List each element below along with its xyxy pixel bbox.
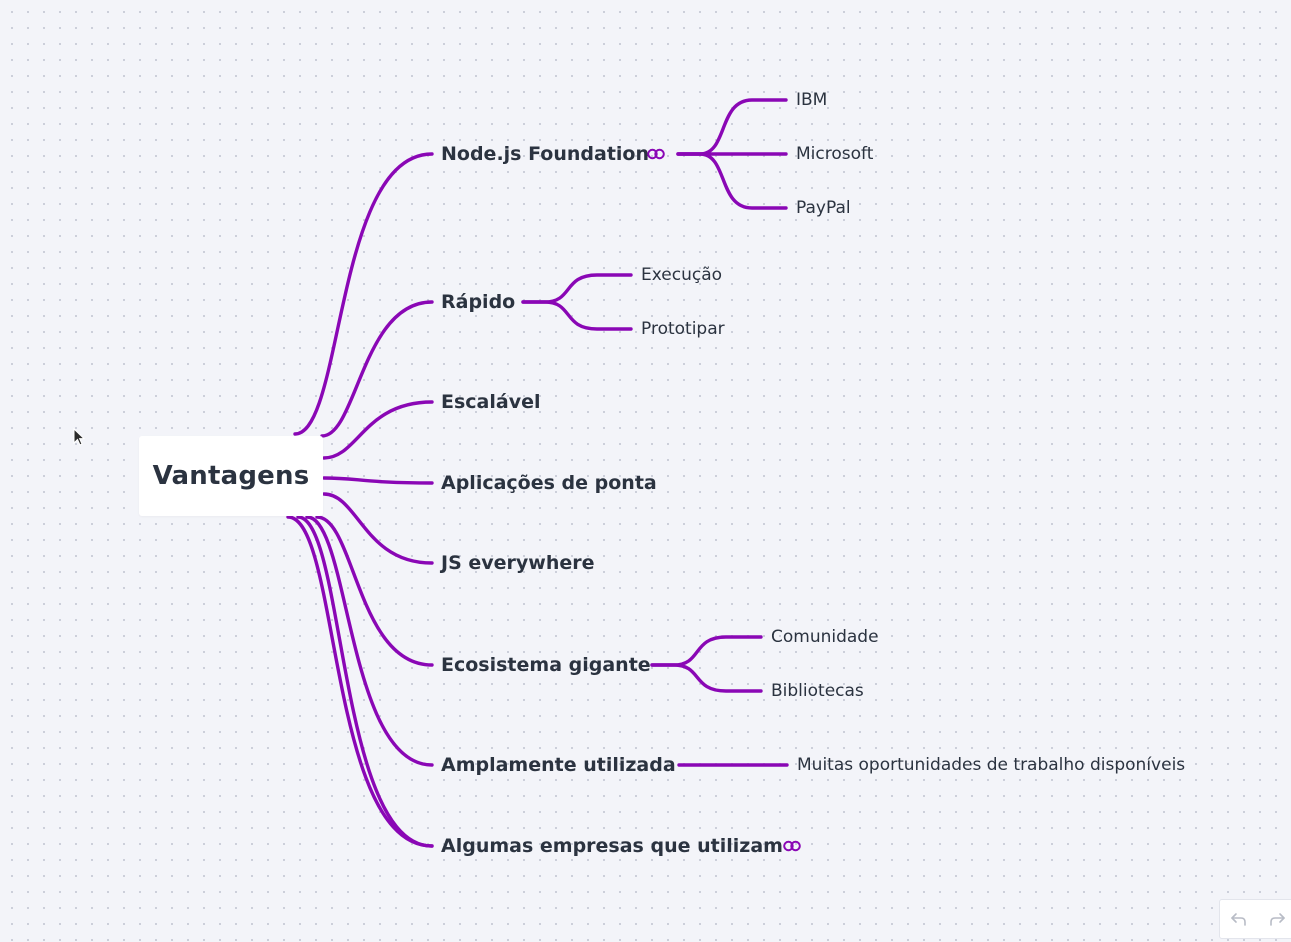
root-branch-edge [322, 476, 434, 485]
root-label: Vantagens [152, 461, 310, 491]
mouse-cursor-icon [73, 428, 86, 446]
branch-js-everywhere[interactable]: JS everywhere [441, 552, 595, 574]
root-branch-edge [296, 515, 434, 848]
branch-node-foundation[interactable]: Node.js Foundation [441, 143, 650, 165]
branch-child-edge [521, 273, 633, 304]
branch-amplamente[interactable]: Amplamente utilizada [441, 754, 676, 776]
branch-rapido[interactable]: Rápido [441, 291, 516, 313]
branch-child-edge [650, 635, 763, 667]
root-branch-edge [305, 515, 434, 767]
redo-button[interactable] [1258, 900, 1291, 938]
leaf-paypal[interactable]: PayPal [796, 198, 851, 218]
link-icon[interactable] [647, 148, 665, 160]
root-branch-edge [322, 492, 434, 565]
branch-aplicacoes[interactable]: Aplicações de ponta [441, 472, 657, 494]
undo-icon [1231, 913, 1246, 926]
leaf-prototipar[interactable]: Prototipar [641, 319, 725, 339]
root-branch-edge [286, 515, 434, 848]
leaf-ibm[interactable]: IBM [796, 90, 828, 110]
root-branch-edge [293, 152, 434, 436]
leaf-bibliotecas[interactable]: Bibliotecas [771, 681, 864, 701]
undo-redo-toolbar [1219, 899, 1291, 939]
leaf-oportunidades[interactable]: Muitas oportunidades de trabalho disponí… [797, 755, 1186, 775]
root-branch-edge [315, 515, 434, 667]
branch-child-edge [521, 300, 633, 331]
leaf-execucao[interactable]: Execução [641, 265, 723, 285]
leaf-comunidade[interactable]: Comunidade [771, 627, 879, 647]
branch-child-edge [676, 98, 788, 156]
branch-ecosistema[interactable]: Ecosistema gigante [441, 654, 651, 676]
leaf-microsoft[interactable]: Microsoft [796, 144, 874, 164]
root-branch-edge [320, 300, 434, 438]
root-branch-edge [322, 400, 434, 460]
branch-algumas-empresas[interactable]: Algumas empresas que utilizam [441, 835, 783, 857]
undo-button[interactable] [1220, 900, 1258, 938]
link-icon[interactable] [783, 840, 801, 852]
branch-child-edge [676, 152, 788, 210]
branch-child-edge [650, 663, 763, 693]
root-node[interactable]: Vantagens [139, 436, 323, 516]
branch-escalavel[interactable]: Escalável [441, 391, 541, 413]
redo-icon [1270, 913, 1285, 926]
